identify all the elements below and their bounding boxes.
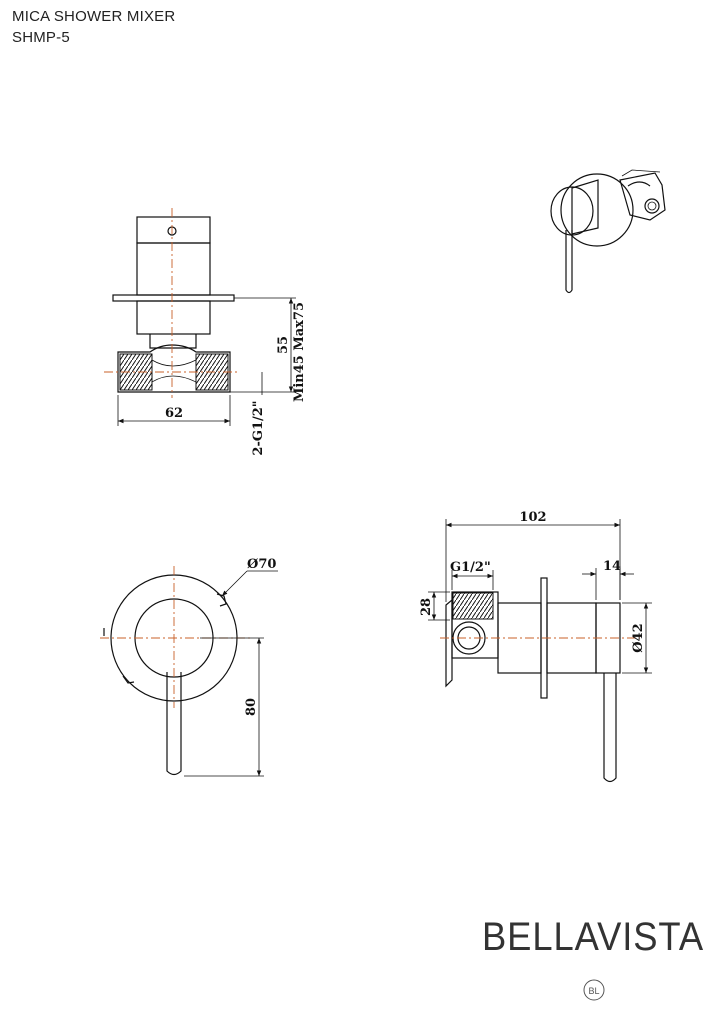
dim-side-handle-depth: 14 — [603, 559, 621, 574]
iso-wall-plate — [560, 173, 634, 247]
front-valve-body — [117, 344, 231, 393]
product-model: SHMP-5 — [12, 29, 70, 46]
side-view: 102 G1/2" 14 28 Ø42 — [419, 510, 652, 783]
dim-side-handle-diameter: Ø42 — [631, 623, 646, 652]
dim-front-width: 62 — [165, 406, 183, 421]
face-lever — [166, 672, 182, 776]
iso-valve-body — [619, 172, 666, 221]
dim-front-depth-range: Min45 Max75 — [292, 302, 307, 402]
dim-plate-diameter: Ø70 — [247, 557, 276, 572]
dim-lever-length: 80 — [244, 698, 259, 716]
product-title: MICA SHOWER MIXER — [12, 8, 176, 25]
brand-logo: BELLAVISTA — [482, 915, 704, 959]
side-bracket — [445, 598, 453, 688]
front-spindle — [136, 300, 211, 335]
side-thread — [452, 592, 494, 620]
isometric-view — [550, 169, 666, 294]
brand-emblem-text: BL — [588, 986, 599, 996]
dim-front-thread: 2-G1/2" — [251, 400, 266, 455]
dim-side-thread: G1/2" — [450, 560, 491, 575]
front-body — [136, 242, 211, 296]
brand-emblem-icon — [583, 979, 605, 1001]
front-wall-plate — [112, 294, 235, 302]
front-handle-cap — [136, 216, 211, 244]
dim-side-length: 102 — [519, 510, 546, 525]
dim-front-height: 55 — [276, 336, 291, 354]
iso-lever — [565, 230, 573, 294]
front-view: 62 55 Min45 Max75 2-G1/2" — [104, 208, 307, 456]
side-lever — [603, 673, 617, 783]
front-neck — [149, 334, 197, 349]
face-view: Ø70 80 — [100, 557, 278, 777]
dim-side-body-height: 28 — [419, 598, 434, 616]
